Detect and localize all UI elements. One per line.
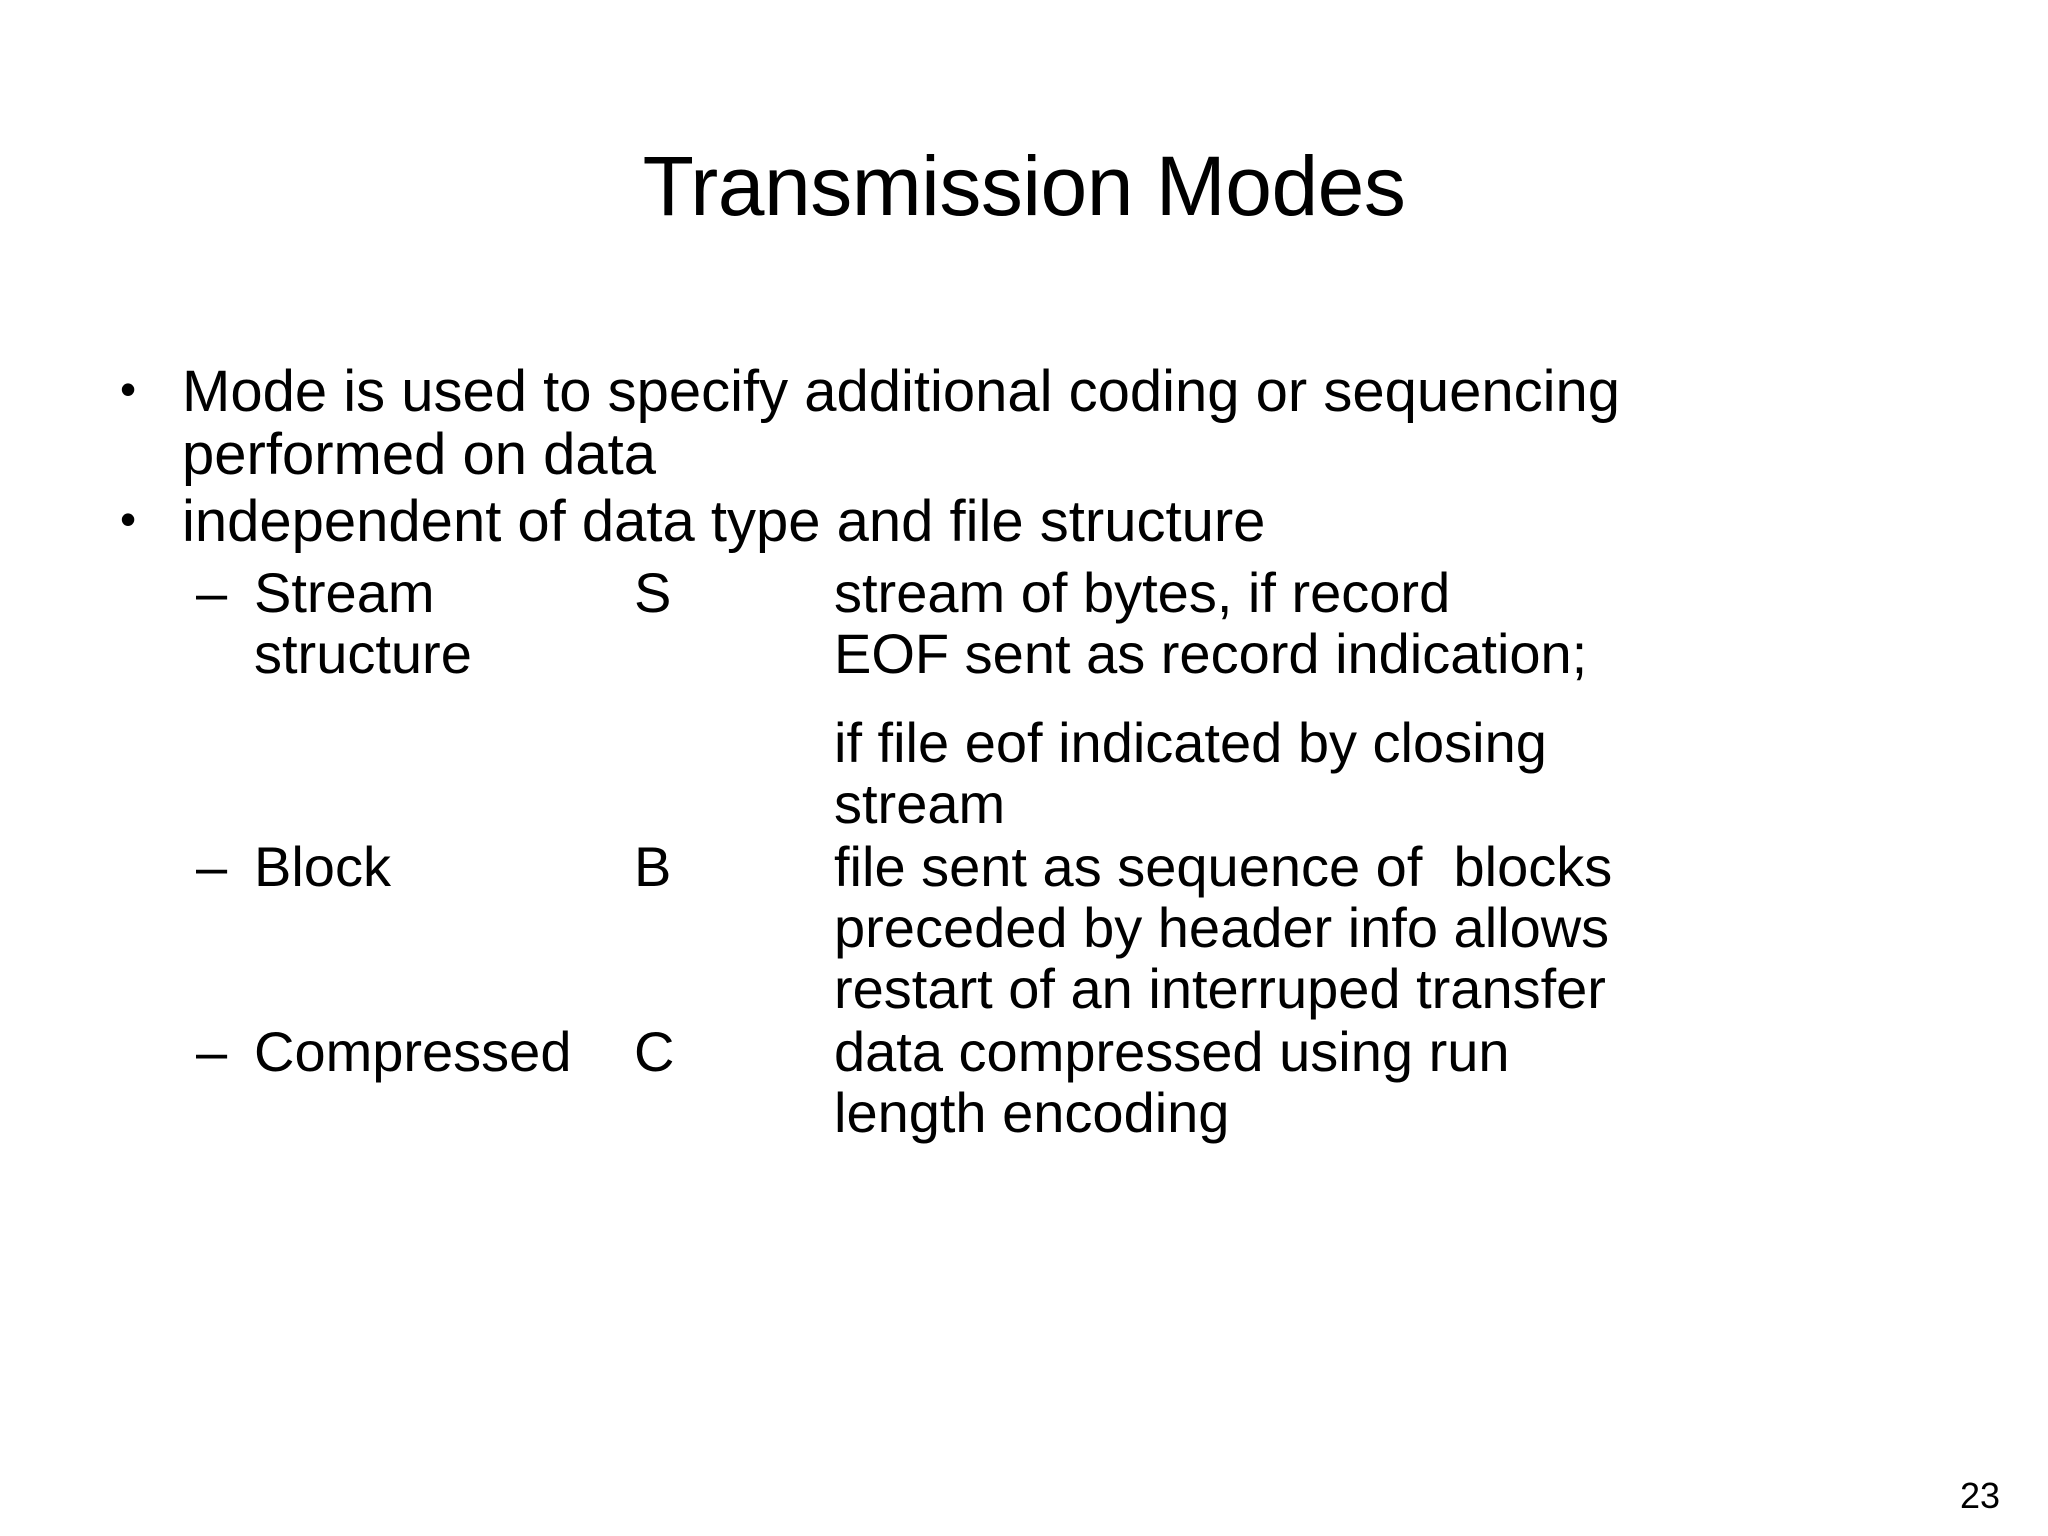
- mode-description: file sent as sequence of blocks preceded…: [834, 836, 1970, 1019]
- bullet-text: Mode is used to specify additional codin…: [182, 359, 1922, 488]
- mode-name-line: Block: [254, 834, 391, 898]
- mode-name: Stream structure: [254, 562, 634, 684]
- mode-description-line: data compressed using run: [834, 1019, 1510, 1083]
- mode-row-block: – Block B file sent as sequence of block…: [196, 836, 1970, 1019]
- mode-description-line: stream: [834, 771, 1006, 835]
- bullet-line: performed on data: [182, 422, 656, 488]
- mode-code: S: [634, 560, 672, 624]
- mode-description-line: preceded by header info allows: [834, 895, 1610, 959]
- mode-name-line: Compressed: [254, 1019, 572, 1083]
- mode-code: B: [634, 834, 672, 898]
- mode-name-line: structure: [254, 621, 472, 685]
- mode-name: Block: [254, 836, 634, 897]
- mode-description-line: length encoding: [834, 1080, 1230, 1144]
- bullet-item: • independent of data type and file stru…: [110, 490, 1970, 553]
- mode-row-compressed: – Compressed C data compressed using run…: [196, 1021, 1970, 1143]
- bullet-line: Mode is used to specify additional codin…: [182, 359, 1621, 424]
- bullet-glyph-icon: •: [120, 363, 137, 415]
- mode-description: data compressed using run length encodin…: [834, 1021, 1970, 1143]
- mode-description-line: stream of bytes, if record: [834, 560, 1451, 624]
- mode-description: stream of bytes, if record EOF sent as r…: [834, 562, 1970, 834]
- slide-body: • Mode is used to specify additional cod…: [110, 360, 1970, 1145]
- mode-row-stream: – Stream structure S stream of bytes, if…: [196, 562, 1970, 834]
- page-title: Transmission Modes: [642, 139, 1406, 234]
- mode-description-line: EOF sent as record indication;: [834, 621, 1588, 685]
- mode-name: Compressed: [254, 1021, 634, 1082]
- bullet-item: • Mode is used to specify additional cod…: [110, 359, 1970, 488]
- mode-name-line: Stream: [254, 560, 435, 624]
- mode-description-line: if file eof indicated by closing: [834, 710, 1547, 774]
- bullet-line: independent of data type and file struct…: [182, 489, 1266, 555]
- bullet-text: independent of data type and file struct…: [182, 490, 1922, 553]
- page-number: 23: [1959, 1475, 2000, 1516]
- mode-description-line: restart of an interruped transfer: [834, 956, 1606, 1020]
- mode-code: C: [634, 1019, 675, 1083]
- dash-glyph-icon: –: [196, 560, 228, 624]
- mode-description-line: file sent as sequence of blocks: [834, 834, 1613, 898]
- dash-glyph-icon: –: [196, 1019, 228, 1083]
- transmission-modes-list: – Stream structure S stream of bytes, if…: [110, 562, 1970, 1143]
- dash-glyph-icon: –: [196, 834, 228, 898]
- bullet-glyph-icon: •: [120, 493, 137, 546]
